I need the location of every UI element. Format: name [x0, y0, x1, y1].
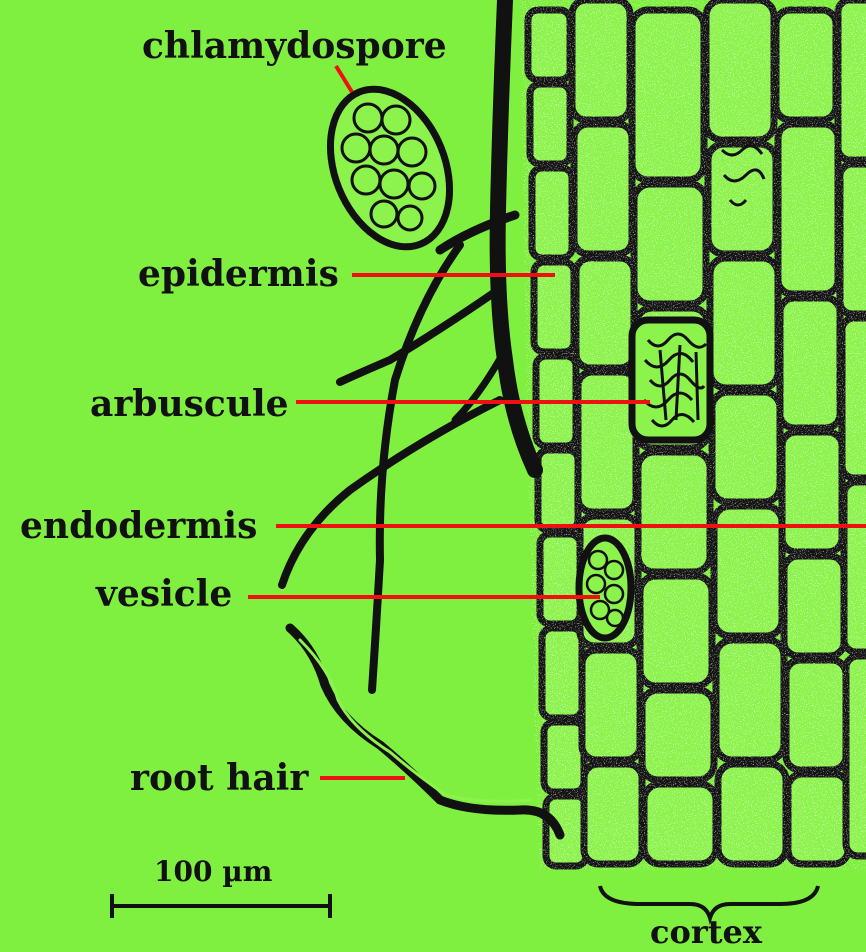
scale-bar-label: 100 µm	[154, 858, 272, 886]
cortex-label: cortex	[650, 916, 762, 948]
chlamydospore-leader	[336, 66, 352, 92]
endodermis-label: endodermis	[20, 508, 257, 544]
vesicle-label: vesicle	[96, 576, 232, 612]
epidermis-label: epidermis	[138, 256, 339, 292]
scale-bar	[112, 894, 330, 918]
vesicle-shape	[579, 538, 631, 638]
root-hair-shape	[290, 628, 560, 835]
chlamydospore-label: chlamydospore	[142, 28, 447, 64]
chlamydospore-shape	[308, 71, 471, 264]
arbuscule-label: arbuscule	[90, 386, 289, 422]
root-hair-label: root hair	[130, 760, 308, 796]
